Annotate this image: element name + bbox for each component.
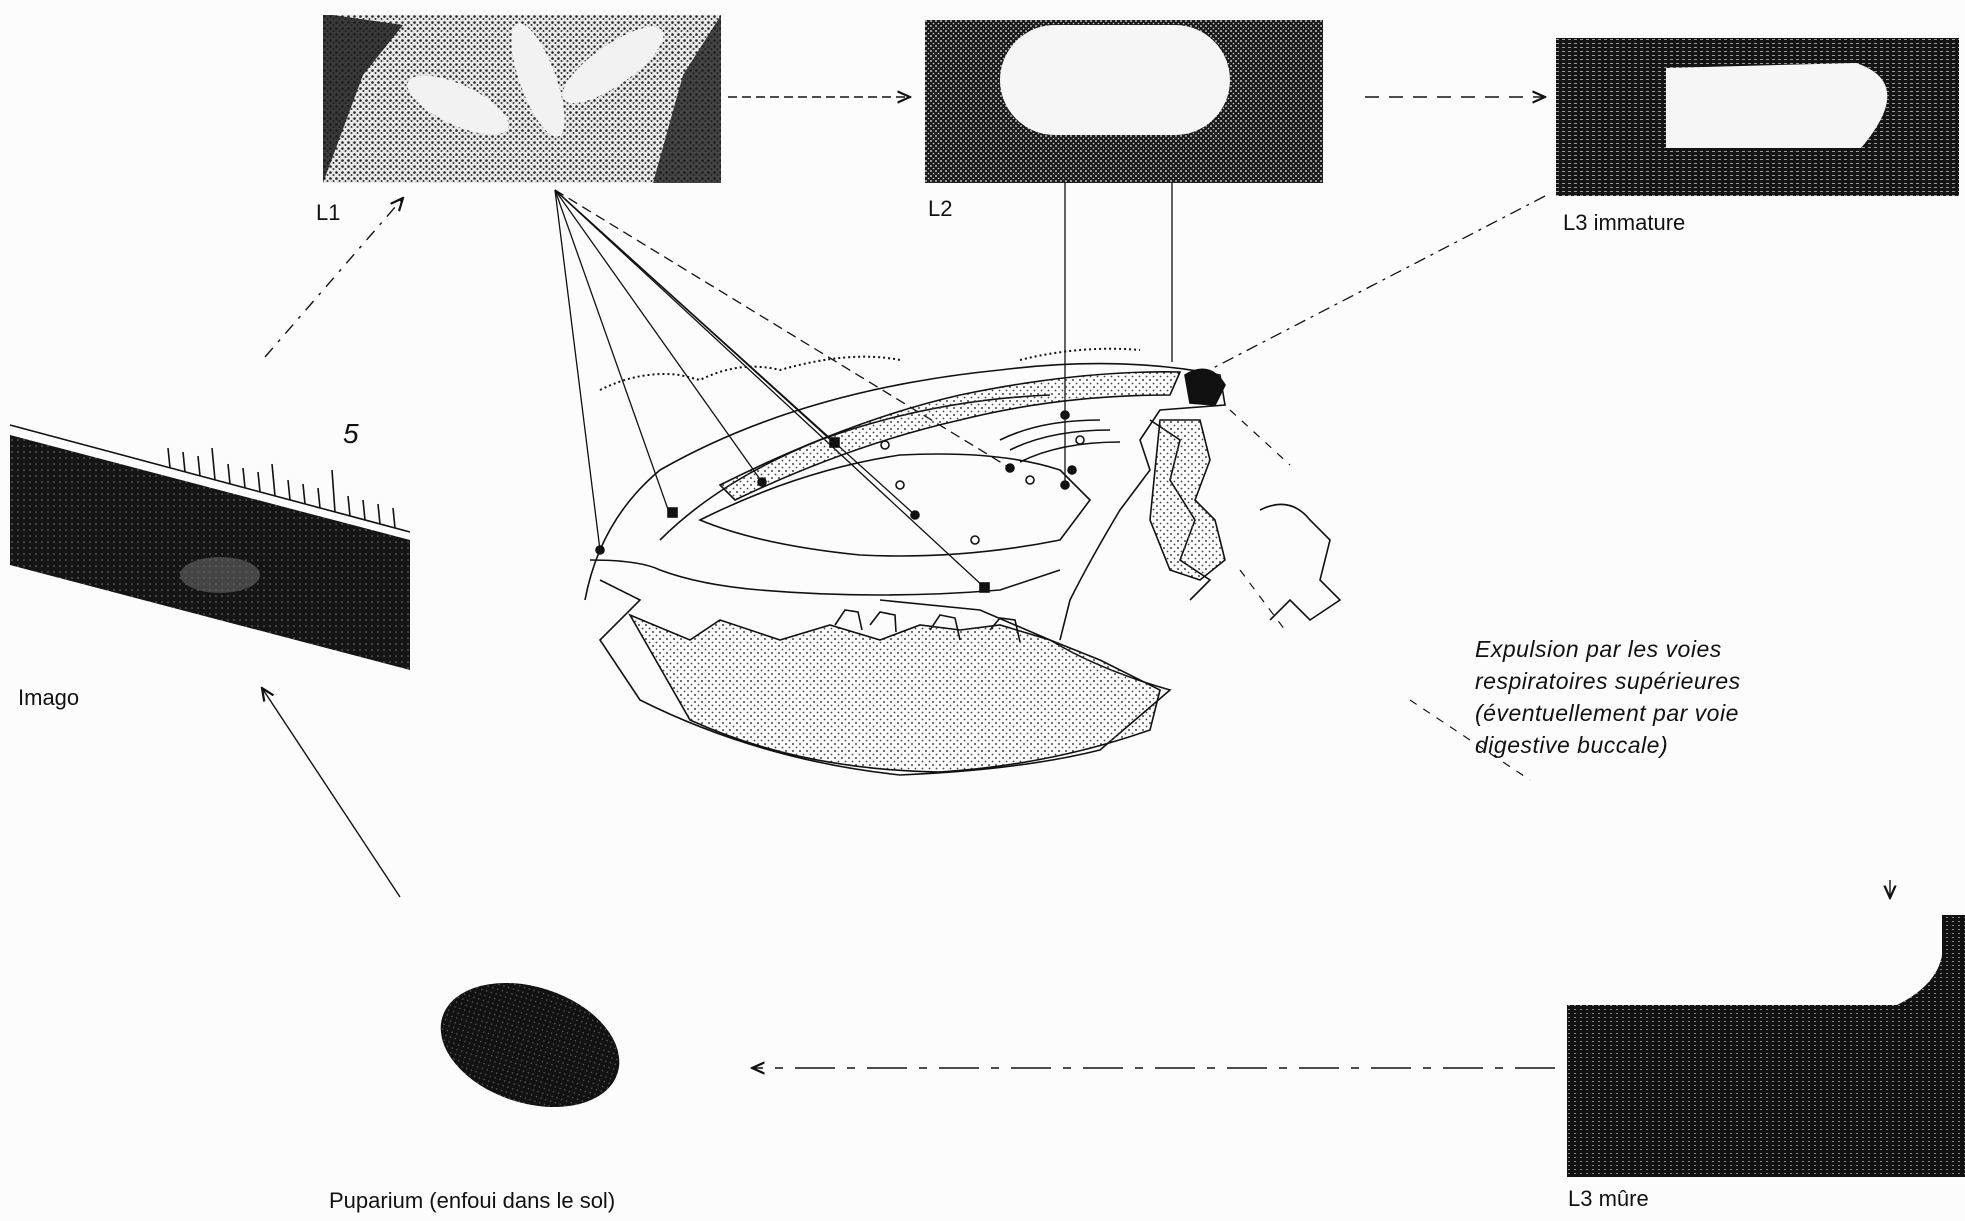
l3-immature-pointer-line: [1190, 196, 1545, 380]
label-l3-mure: L3 mûre: [1568, 1186, 1649, 1212]
label-imago: Imago: [18, 685, 79, 711]
label-l1: L1: [316, 200, 340, 226]
label-l3-immature: L3 immature: [1563, 210, 1685, 236]
caption-line-4: digestive buccale): [1475, 729, 1741, 761]
label-scale-mark: 5: [343, 418, 359, 450]
caption-line-1: Expulsion par les voies: [1475, 633, 1741, 665]
arrow-puparium-to-imago: [262, 688, 400, 897]
label-puparium: Puparium (enfoui dans le sol): [329, 1188, 615, 1214]
label-l2: L2: [928, 196, 952, 222]
caption-line-3: (éventuellement par voie: [1475, 697, 1741, 729]
caption-line-2: respiratoires supérieures: [1475, 665, 1741, 697]
l1-pointer-lines: [555, 190, 1010, 588]
sheep-head-icon: [585, 349, 1340, 775]
expulsion-caption: Expulsion par les voies respiratoires su…: [1475, 633, 1741, 761]
l2-pointer-lines: [1065, 183, 1172, 485]
